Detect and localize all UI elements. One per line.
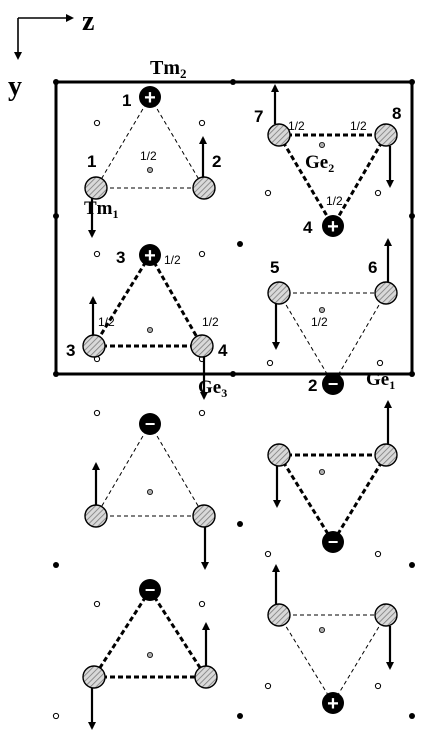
filled-dots: [53, 79, 415, 719]
moment-arrows: [88, 84, 394, 730]
atom-number: 3: [66, 341, 75, 360]
atom-number: 7: [254, 107, 263, 126]
minus-atom: −: [139, 413, 161, 435]
center-dots: [146, 141, 325, 659]
svg-text:−: −: [145, 580, 156, 600]
half-label: 1/2: [140, 149, 157, 163]
half-label: 1/2: [202, 315, 219, 329]
plus-atom: +: [139, 86, 161, 109]
atom-numbers: 1 1 2 7 8 4 3 5 6 3 4 2: [66, 91, 401, 395]
half-label: 1/2: [311, 315, 328, 329]
axis-y-label: y: [8, 71, 22, 102]
tm2-label: Tm2: [150, 57, 187, 81]
svg-text:−: −: [145, 414, 156, 434]
plus-atom: +: [322, 692, 344, 715]
open-circles: [52, 119, 384, 720]
svg-text:+: +: [327, 216, 339, 238]
sign-atoms: + + + − − − − +: [139, 86, 344, 715]
ge3-label: Ge3: [198, 377, 227, 400]
atom-number: 3: [116, 248, 125, 267]
minus-atom: −: [139, 579, 161, 601]
atom-number: 5: [270, 258, 279, 277]
axis-indicator: z y: [8, 6, 94, 102]
ge2-label: Ge2: [305, 152, 334, 175]
axis-z-label: z: [82, 6, 94, 37]
minus-atom: −: [322, 531, 344, 553]
atom-number: 2: [212, 152, 221, 171]
ge1-label: Ge1: [366, 369, 395, 392]
tm-atoms: [82, 123, 398, 689]
atom-number: 4: [303, 218, 313, 237]
tm1-label: Tm1: [84, 198, 119, 221]
atom-number: 8: [392, 104, 401, 123]
half-label: 1/2: [326, 194, 343, 208]
atom-number: 6: [368, 258, 377, 277]
atom-number: 4: [218, 341, 228, 360]
half-labels: 1/2 1/2 1/2 1/2 1/2 1/2 1/2 1/2: [98, 119, 367, 329]
half-label: 1/2: [98, 315, 115, 329]
svg-text:+: +: [327, 693, 339, 715]
bonds: [92, 96, 388, 704]
plus-atom: +: [139, 244, 161, 267]
half-label: 1/2: [350, 119, 367, 133]
svg-text:−: −: [328, 374, 339, 394]
half-label: 1/2: [288, 119, 305, 133]
atom-number: 1: [87, 152, 96, 171]
svg-text:+: +: [144, 87, 156, 109]
svg-text:+: +: [144, 245, 156, 267]
half-label: 1/2: [164, 253, 181, 267]
svg-text:−: −: [328, 532, 339, 552]
atom-number: 2: [308, 376, 317, 395]
atom-number: 1: [122, 91, 131, 110]
minus-atom: −: [322, 373, 344, 395]
plus-atom: +: [322, 215, 344, 238]
